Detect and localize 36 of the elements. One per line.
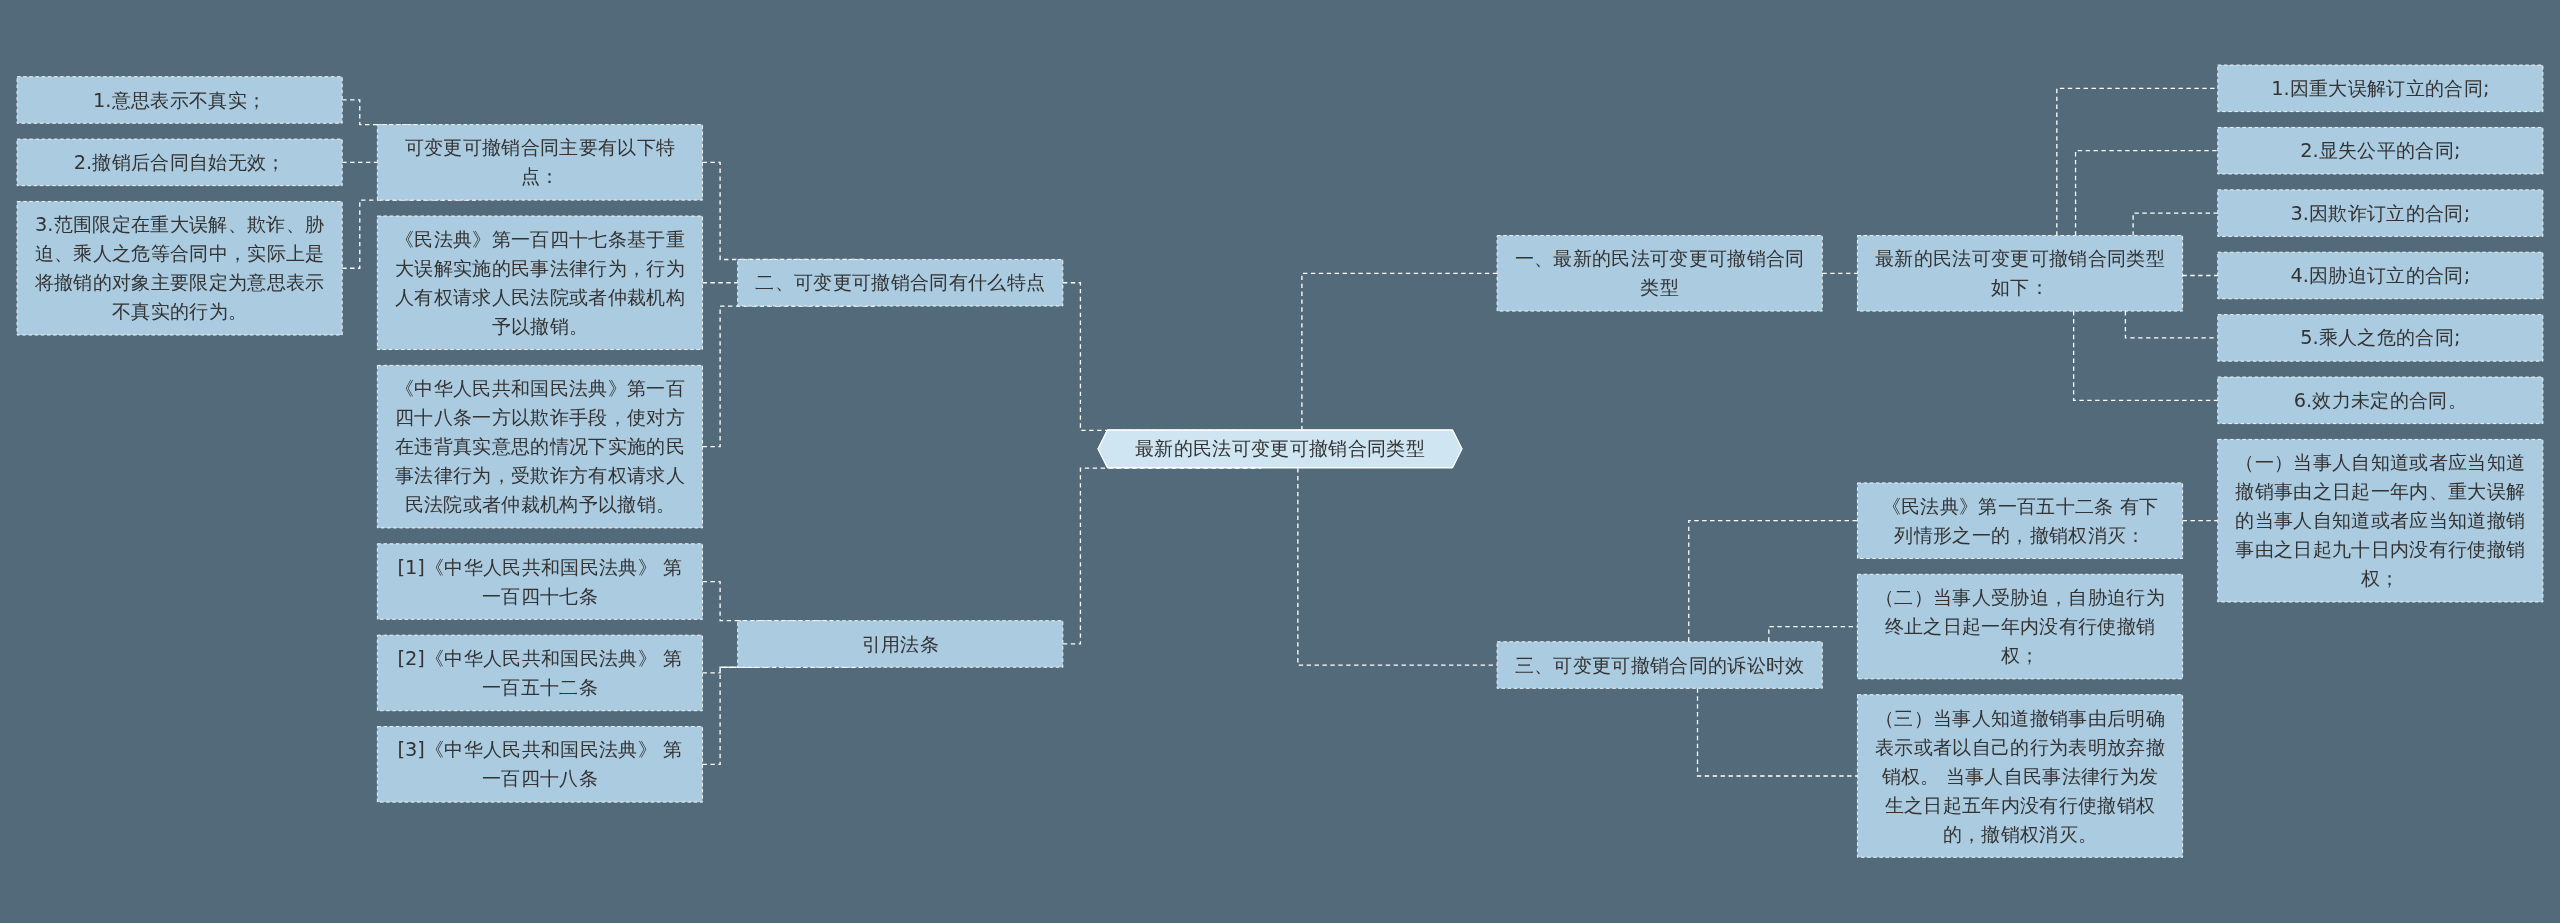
connector (2132, 212, 2219, 237)
connector (2073, 310, 2219, 402)
node-box: 1.意思表示不真实； (16, 76, 343, 125)
node-box: 三、可变更可撤销合同的诉讼时效 (1496, 641, 1823, 690)
node-box: 4.因胁迫订立的合同; (2217, 252, 2544, 300)
node-box: 1.因重大误解订立的合同; (2217, 64, 2544, 113)
node-box: [3]《中华人民共和国民法典》 第一百四十八条 (376, 726, 703, 803)
node-box: 3.范围限定在重大误解、欺诈、胁迫、乘人之危等合同中，实际上是将撤销的对象主要限定为意思表示不真实的行为。 (16, 201, 343, 336)
node-box: [2]《中华人民共和国民法典》 第一百五十二条 (376, 635, 703, 712)
node-box: 3.因欺诈订立的合同; (2217, 189, 2544, 238)
connector (1301, 273, 1498, 432)
node-box: 2.显失公平的合同; (2217, 127, 2544, 175)
connector (2056, 88, 2219, 237)
connector (1688, 520, 1859, 643)
node-box: 可变更可撤销合同主要有以下特点： (376, 124, 703, 201)
node-box: （一）当事人自知道或者应当知道撤销事由之日起一年内、重大误解的当事人自知道或者应当知道撤销事由之日起九十日内没有行使撤销权； (2217, 439, 2544, 603)
connector (701, 282, 739, 284)
node-box: 《民法典》第一百五十二条 有下列情形之一的，撤销权消灭： (1857, 482, 2184, 560)
node-box: 引用法条 (737, 620, 1064, 669)
node-box: 《中华人民共和国民法典》第一百四十八条一方以欺诈手段，使对方在违背真实意思的情况下实施的民事法律行为，受欺诈方有权请求人民法院或者仲裁机构予以撤销。 (376, 365, 703, 529)
node-box: 5.乘人之危的合同; (2217, 314, 2544, 362)
node-box: 2.撤销后合同自始无效； (16, 138, 343, 187)
connector (341, 162, 379, 164)
node-box: 一、最新的民法可变更可撤销合同类型 (1496, 235, 1823, 312)
node-box: （二）当事人受胁迫，自胁迫行为终止之日起一年内没有行使撤销权； (1857, 574, 2184, 680)
node-box: [1]《中华人民共和国民法典》 第一百四十七条 (376, 543, 703, 621)
connector (2074, 150, 2219, 237)
connector (1821, 273, 1859, 275)
node-box: 《民法典》第一百四十七条基于重大误解实施的民事法律行为，行为人有权请求人民法院或者仲裁机构予以撤销。 (376, 215, 703, 351)
connector (1696, 688, 1859, 777)
connector (2181, 274, 2219, 277)
connector (2181, 520, 2219, 522)
node-box: 6.效力未定的合同。 (2217, 376, 2544, 425)
node-box: （三）当事人知道撤销事由后明确表示或者以自己的行为表明放弃撤销权。 当事人自民事法律行为发生之日起五年内没有行使撤销权的，撤销权消灭。 (1857, 694, 2184, 859)
node-box: 最新的民法可变更可撤销合同类型如下： (1857, 235, 2184, 312)
node-box: 二、可变更可撤销合同有什么特点 (737, 259, 1064, 307)
